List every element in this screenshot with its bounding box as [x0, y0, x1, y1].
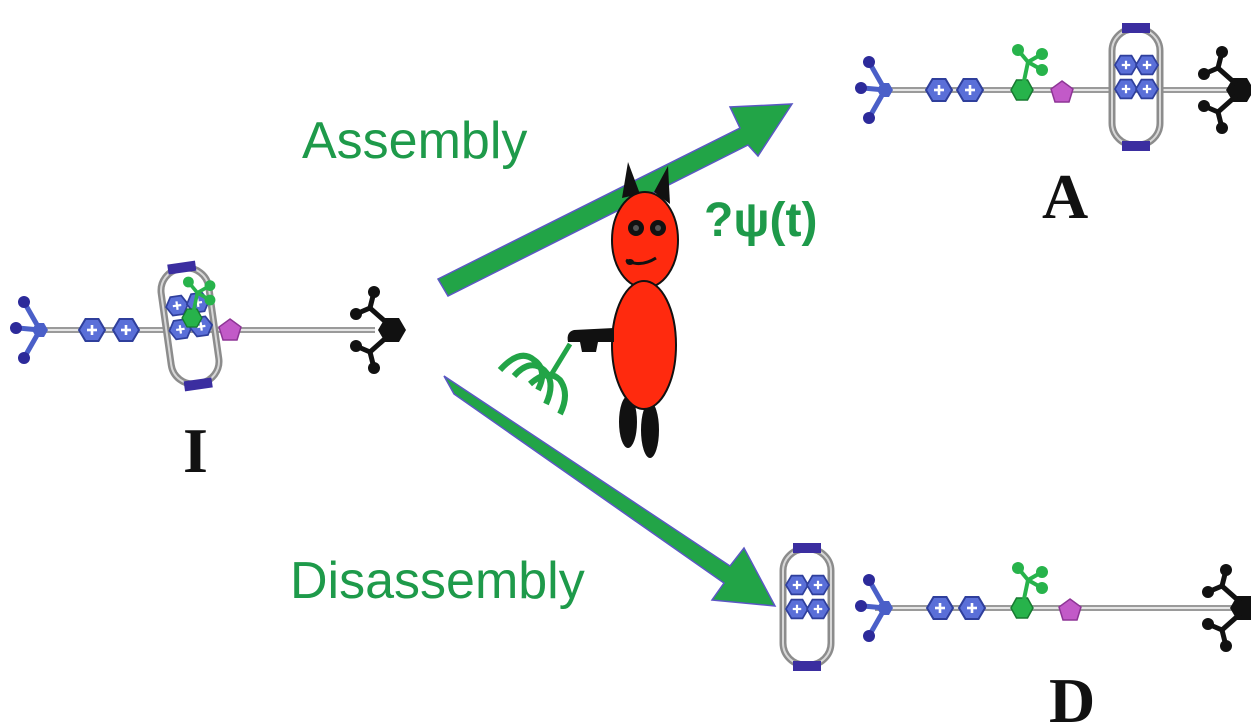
molecule-state-I	[10, 259, 406, 392]
state-I-label: I	[183, 415, 208, 486]
molecule-state-A	[855, 23, 1251, 151]
trident-icon	[497, 342, 573, 416]
state-D-label: D	[1049, 665, 1095, 724]
molecule-state-D	[783, 543, 1251, 671]
assembly-arrow	[436, 103, 794, 297]
state-A-label: A	[1042, 161, 1088, 232]
demon-icon	[567, 162, 679, 458]
assembly-label: Assembly	[302, 112, 527, 170]
psi-label: ?ψ(t)	[704, 194, 817, 247]
disassembly-arrow	[443, 375, 777, 607]
disassembly-label: Disassembly	[290, 552, 585, 610]
